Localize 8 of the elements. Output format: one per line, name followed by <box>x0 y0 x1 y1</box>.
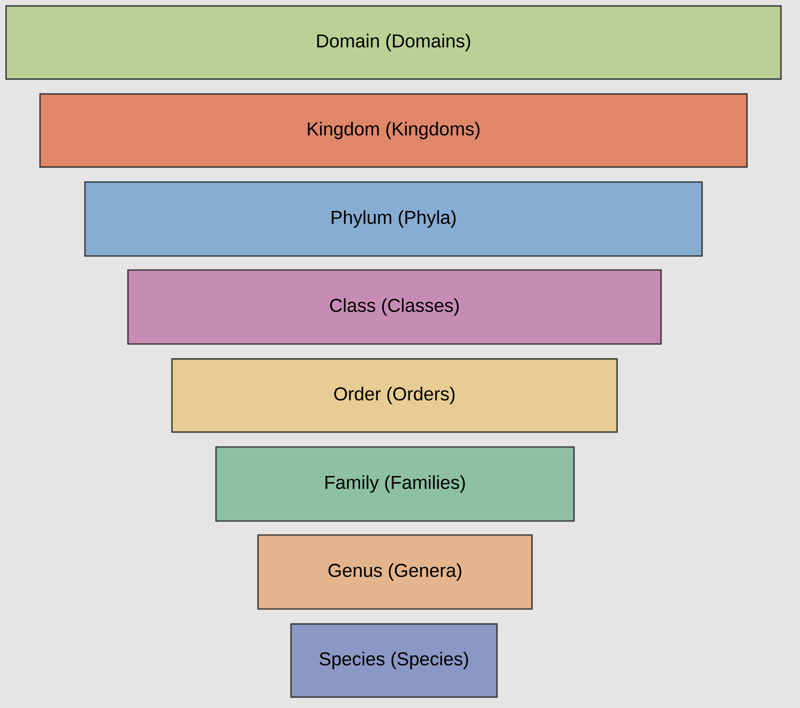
rank-box: Order (Orders) <box>171 358 618 433</box>
rank-box: Genus (Genera) <box>257 534 533 610</box>
rank-box: Domain (Domains) <box>5 5 782 80</box>
rank-box: Family (Families) <box>215 446 575 522</box>
rank-box: Class (Classes) <box>127 269 662 345</box>
rank-box: Kingdom (Kingdoms) <box>39 93 748 168</box>
rank-box: Species (Species) <box>290 623 498 698</box>
rank-box: Phylum (Phyla) <box>84 181 703 257</box>
